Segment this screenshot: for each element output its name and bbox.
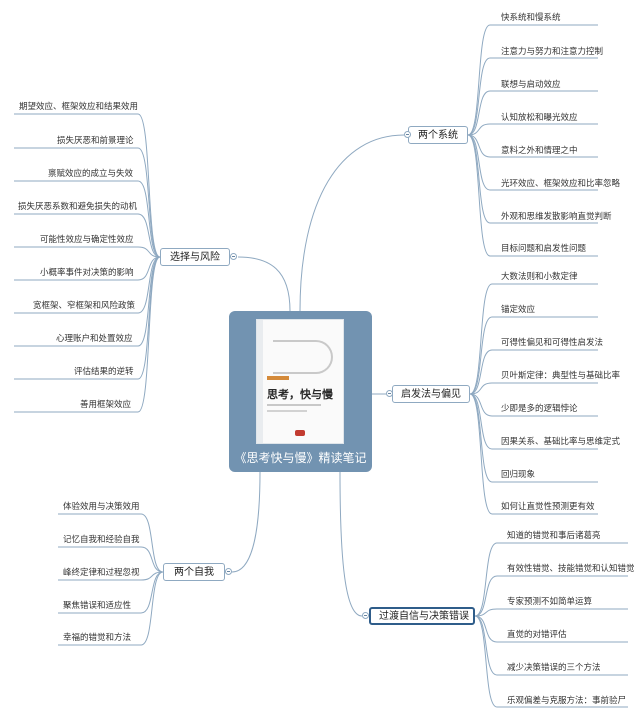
connector-center-overconfidence [340,472,362,616]
leaf-choices-6[interactable]: 小概率事件对决策的影响 [40,267,134,279]
leaf-choices-10[interactable]: 善用框架效应 [80,399,131,411]
leaf-systems-4[interactable]: 认知放松和曝光效应 [501,112,578,124]
leaf-systems-6[interactable]: 光环效应、框架效应和比率忽略 [501,178,620,190]
leaf-systems-7[interactable]: 外观和思维发散影响直觉判断 [501,211,612,223]
leaf-heuristics-3[interactable]: 可得性偏见和可得性启发法 [501,337,603,349]
leaf-choices-8[interactable]: 心理账户和处置效应 [56,333,133,345]
leaf-heuristics-8[interactable]: 如何让直觉性预测更有效 [501,501,595,513]
branch-two-selves[interactable]: 两个自我 [163,563,225,581]
book-subtitle-line [267,410,307,412]
leaf-selves-1[interactable]: 体验效用与决策效用 [63,501,140,513]
leaf-systems-2[interactable]: 注意力与努力和注意力控制 [501,46,603,58]
leaf-choices-1[interactable]: 期望效应、框架效应和结果效用 [19,101,138,113]
leaf-systems-3[interactable]: 联想与启动效应 [501,79,561,91]
leaf-systems-8[interactable]: 目标问题和启发性问题 [501,243,586,255]
leaf-overconfidence-4[interactable]: 直觉的对错评估 [507,629,567,641]
connector-center-systems [300,135,404,311]
connector-overconfidence-leaf-3 [475,609,628,616]
branch-two-systems[interactable]: 两个系统 [408,126,468,144]
leaf-choices-2[interactable]: 损失厌恶和前景理论 [57,135,134,147]
publisher-logo [295,430,305,436]
leaf-heuristics-4[interactable]: 贝叶斯定律：典型性与基础比率 [501,370,620,382]
central-topic[interactable]: 思考，快与慢 《思考快与慢》精读笔记 [229,311,372,472]
branch-overconfidence[interactable]: 过渡自信与决策错误 [369,607,475,625]
collapse-toggle-icon[interactable] [230,253,237,260]
leaf-selves-3[interactable]: 峰终定律和过程忽视 [63,567,140,579]
leaf-selves-4[interactable]: 聚焦错误和适应性 [63,600,131,612]
book-title: 思考，快与慢 [267,386,333,402]
leaf-heuristics-7[interactable]: 回归现象 [501,469,535,481]
collapse-toggle-icon[interactable] [362,612,369,619]
book-curl-graphic [273,340,333,374]
leaf-choices-5[interactable]: 可能性效应与确定性效应 [40,234,134,246]
leaf-overconfidence-6[interactable]: 乐观偏差与克服方法：事前验尸 [507,695,626,707]
book-cover-image: 思考，快与慢 [256,319,344,444]
leaf-choices-3[interactable]: 禀赋效应的成立与失效 [48,168,133,180]
leaf-selves-2[interactable]: 记忆自我和经验自我 [63,534,140,546]
leaf-selves-5[interactable]: 幸福的错觉和方法 [63,632,131,644]
connector-systems-leaf-4 [468,124,598,135]
leaf-heuristics-1[interactable]: 大数法则和小数定律 [501,271,578,283]
connector-heuristics-leaf-2 [470,317,598,394]
central-topic-label: 《思考快与慢》精读笔记 [229,449,372,466]
leaf-overconfidence-5[interactable]: 减少决策错误的三个方法 [507,662,601,674]
leaf-choices-4[interactable]: 损失厌恶系数和避免损失的动机 [18,201,137,213]
branch-heuristics-biases[interactable]: 启发法与偏见 [392,385,470,403]
connector-choices-leaf-5 [14,247,160,257]
leaf-systems-1[interactable]: 快系统和慢系统 [501,12,561,24]
connector-center-choices [238,257,290,311]
leaf-overconfidence-2[interactable]: 有效性错觉、技能错觉和认知错觉 [507,563,635,575]
book-subtitle-line [267,404,321,406]
leaf-choices-9[interactable]: 评估结果的逆转 [74,366,134,378]
book-spine [257,320,263,443]
collapse-toggle-icon[interactable] [404,131,411,138]
leaf-heuristics-6[interactable]: 因果关系、基础比率与思维定式 [501,436,620,448]
leaf-overconfidence-3[interactable]: 专家预测不如简单运算 [507,596,592,608]
book-accent-bar [267,376,289,380]
collapse-toggle-icon[interactable] [225,568,232,575]
leaf-overconfidence-1[interactable]: 知道的错觉和事后诸葛亮 [507,530,601,542]
leaf-systems-5[interactable]: 意料之外和情理之中 [501,145,578,157]
branch-choices-risks[interactable]: 选择与风险 [160,248,230,266]
connector-center-selves [232,472,260,572]
collapse-toggle-icon[interactable] [386,390,393,397]
leaf-choices-7[interactable]: 宽框架、窄框架和风险政策 [33,300,135,312]
connector-heuristics-leaf-4 [470,383,598,394]
leaf-heuristics-2[interactable]: 锚定效应 [501,304,535,316]
leaf-heuristics-5[interactable]: 少即是多的逻辑悖论 [501,403,578,415]
